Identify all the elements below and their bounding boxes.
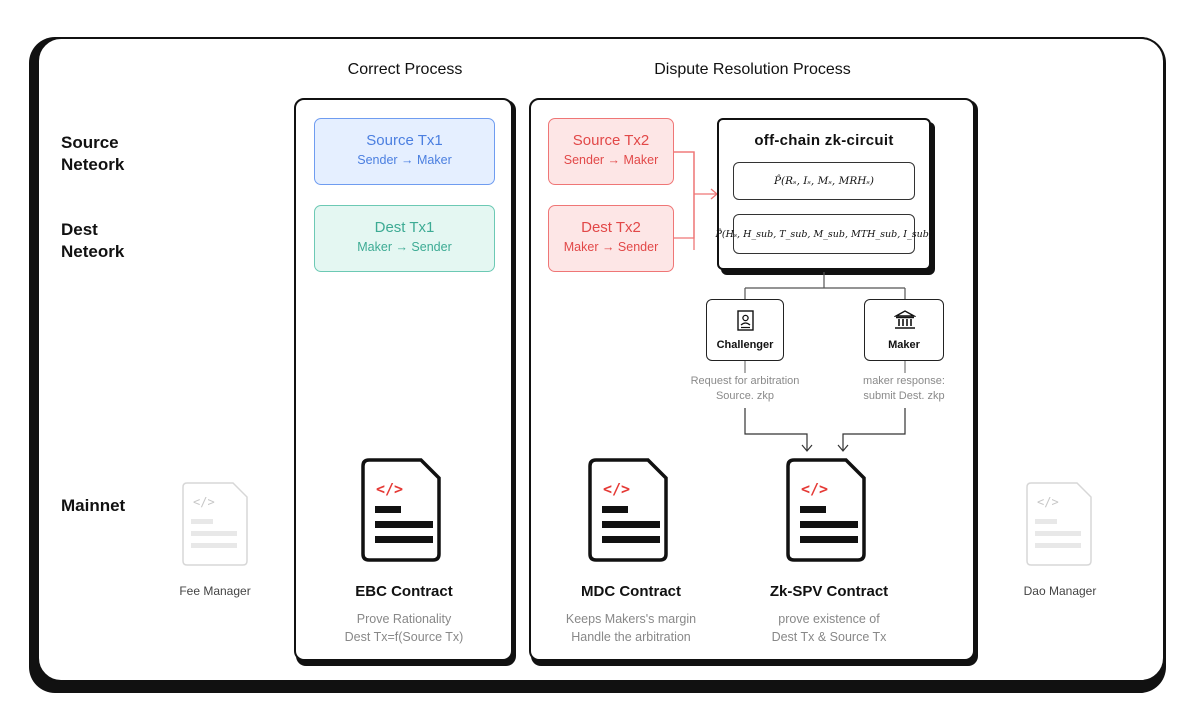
mdc-contract-doc-icon: </>	[588, 458, 668, 567]
source-tx2-box[interactable]: Source Tx2 Sender → Maker	[548, 118, 674, 185]
zkspv-code-icon: </>	[801, 480, 829, 498]
formula-source: P̂(Rₛ, Iₛ, Mₛ, MRHₛ)	[733, 162, 915, 200]
maker-label: Maker	[888, 339, 920, 351]
zk-tree-lines	[744, 272, 906, 302]
zkspv-contract-doc-icon: </>	[786, 458, 866, 567]
column-title-dispute: Dispute Resolution Process	[654, 61, 851, 78]
source-tx1-sub: Sender → Maker	[357, 153, 452, 167]
challenger-box[interactable]: Challenger	[706, 299, 784, 361]
maker-note: maker response:submit Dest. zkp	[863, 375, 945, 402]
source-tx2-title: Source Tx2	[572, 132, 650, 149]
dest-tx2-box[interactable]: Dest Tx2 Maker → Sender	[548, 205, 674, 272]
correct-process-panel	[294, 98, 513, 661]
row-label-mainnet: Mainnet	[61, 496, 126, 515]
fee-manager-doc-icon: </>	[181, 481, 249, 572]
dao-manager-label: Dao Manager	[1023, 584, 1097, 598]
ebc-contract-name: EBC Contract	[355, 583, 453, 600]
column-title-correct: Correct Process	[347, 61, 463, 78]
ebc-contract-doc-icon: </>	[361, 458, 441, 567]
role-connectors	[744, 361, 906, 452]
mdc-code-icon: </>	[603, 480, 631, 498]
fee-manager-code-icon: </>	[193, 495, 215, 509]
dao-manager-code-icon: </>	[1037, 495, 1059, 509]
zkspv-contract-name: Zk-SPV Contract	[769, 583, 889, 600]
formula-dest: P̂(Hₛ, H_sub, T_sub, M_sub, MTH_sub, I_s…	[715, 214, 933, 254]
zk-circuit-box[interactable]: off-chain zk-circuit P̂(Rₛ, Iₛ, Mₛ, MRHₛ…	[715, 118, 933, 270]
red-connector	[674, 151, 719, 250]
source-tx1-box[interactable]: Source Tx1 Sender → Maker	[314, 118, 495, 185]
zk-circuit-title: off-chain zk-circuit	[754, 132, 894, 149]
badge-icon	[737, 310, 754, 331]
source-tx2-sub: Sender → Maker	[563, 153, 659, 167]
ebc-code-icon: </>	[376, 480, 404, 498]
challenger-label: Challenger	[716, 339, 774, 351]
dest-tx1-box[interactable]: Dest Tx1 Maker → Sender	[314, 205, 495, 272]
dest-tx2-title: Dest Tx2	[581, 219, 641, 236]
mdc-contract-name: MDC Contract	[581, 583, 681, 600]
source-tx1-title: Source Tx1	[366, 132, 443, 149]
maker-box[interactable]: Maker	[864, 299, 944, 361]
dest-tx1-sub: Maker → Sender	[357, 240, 452, 254]
dao-manager-doc-icon: </>	[1025, 481, 1093, 572]
bank-icon	[894, 310, 916, 329]
fee-manager-label: Fee Manager	[179, 584, 251, 598]
dest-tx2-sub: Maker → Sender	[563, 240, 659, 254]
dest-tx1-title: Dest Tx1	[374, 219, 435, 236]
